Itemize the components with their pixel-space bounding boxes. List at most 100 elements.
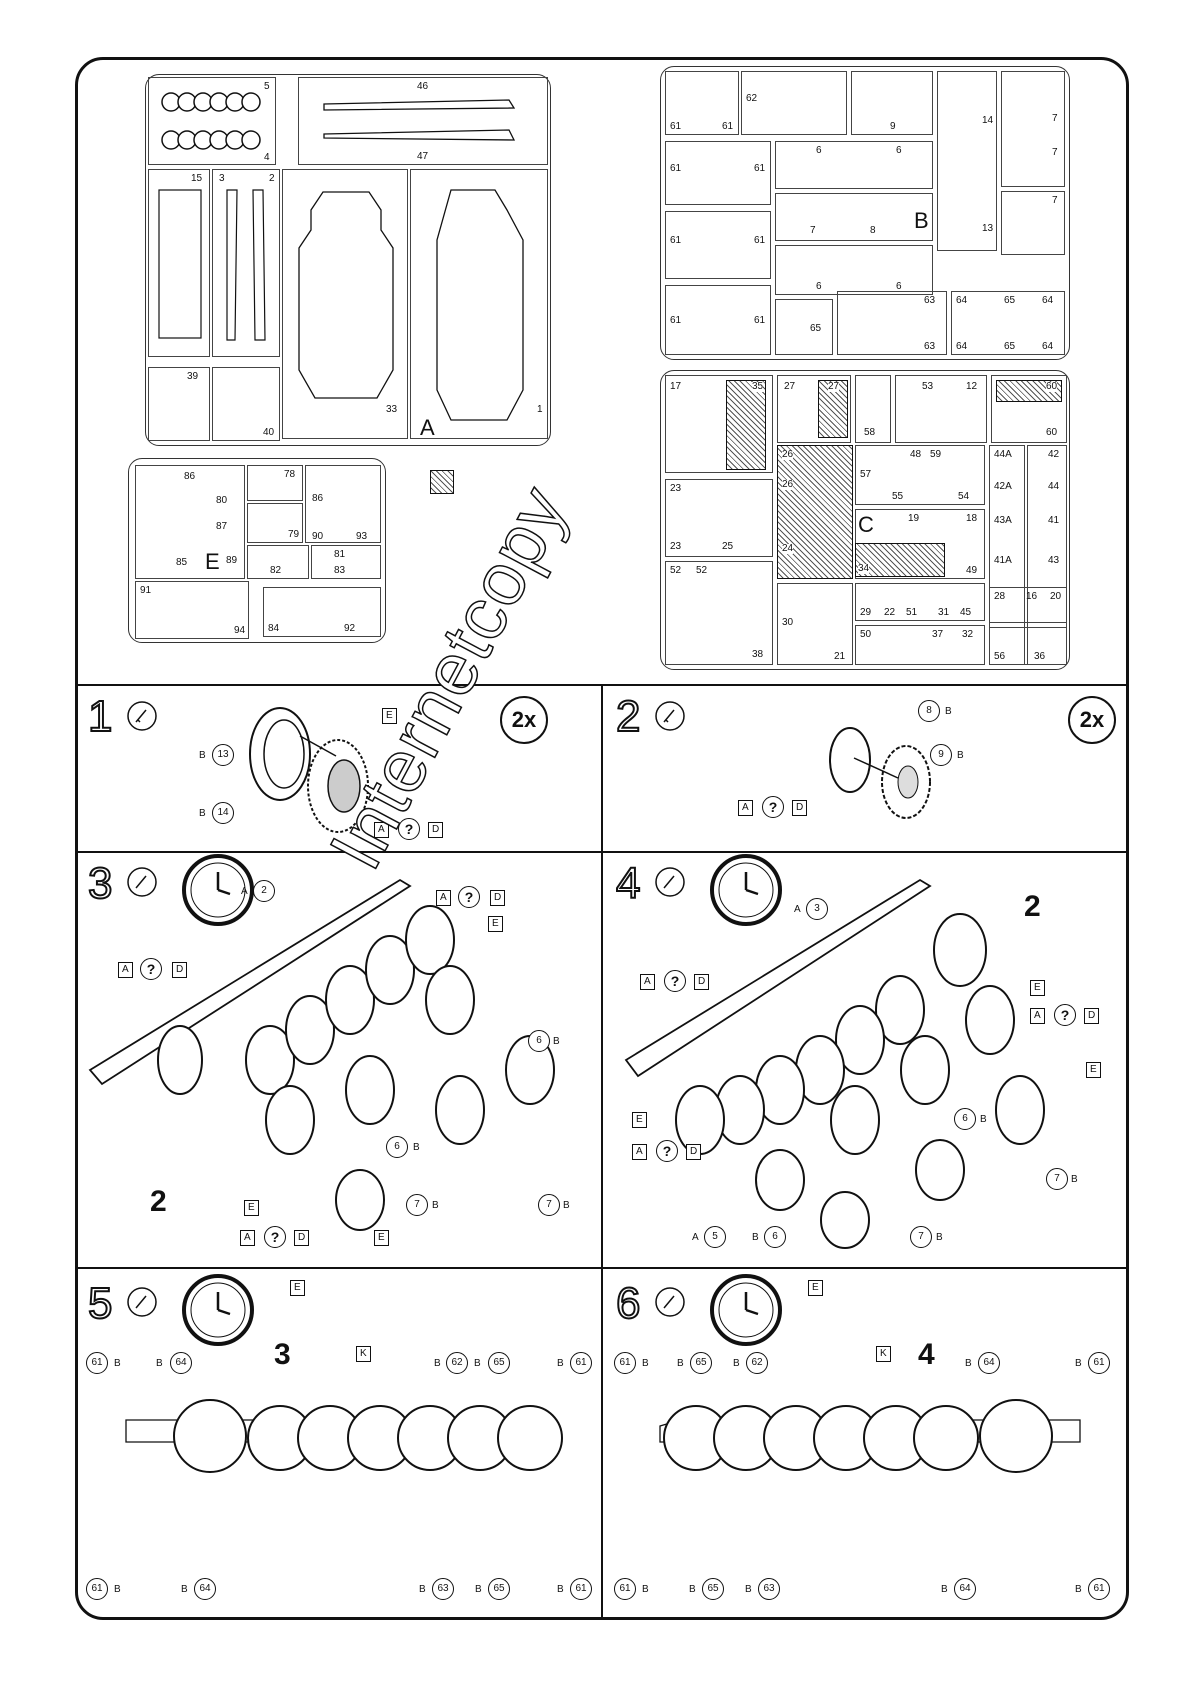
sprue-letter-b: B [914, 208, 929, 233]
cell-c-29-45: 29 22 51 31 45 [855, 583, 985, 621]
tag-d: D [686, 1144, 702, 1160]
part-label: 28 [994, 591, 1006, 602]
sprue-letter-c: C [858, 512, 874, 537]
divider-vertical [601, 684, 603, 1619]
cell-a-3-2: 3 2 [212, 169, 280, 357]
part-61: 61 [570, 1578, 592, 1600]
part-label: 83 [334, 565, 346, 576]
part-7: 7 [1046, 1168, 1068, 1190]
part-61: 61 [1088, 1352, 1110, 1374]
sprue-ref: B [434, 1358, 441, 1369]
glue-icon [655, 701, 685, 731]
part-6: 6 [764, 1226, 786, 1248]
sprue-ref: A [241, 886, 248, 897]
part-label: 63 [924, 341, 936, 352]
tag-a: A [118, 962, 133, 978]
part-label: 13 [982, 223, 994, 234]
part-label: 61 [670, 163, 682, 174]
part-label: 65 [1004, 295, 1016, 306]
part-label: 84 [268, 623, 280, 634]
part-label: 61 [670, 235, 682, 246]
part-label: 12 [966, 381, 978, 392]
quantity-badge: 2x [500, 696, 548, 744]
suspension-illustration-right [624, 878, 1045, 1249]
cell-b-62: 62 [741, 71, 847, 135]
cell-c-30-50: 50 37 32 [855, 625, 985, 665]
quantity-badge: 2x [1068, 696, 1116, 744]
step-callout: 2 [1024, 890, 1041, 923]
part-label: 41A [994, 555, 1012, 566]
sprue-ref: B [752, 1232, 759, 1243]
part-label: 21 [834, 651, 846, 662]
part-label: 17 [670, 381, 682, 392]
cell-e-92: 84 92 [263, 587, 381, 637]
part-label: 20 [1050, 591, 1062, 602]
clock-icon [710, 1274, 782, 1346]
tag-d: D [792, 800, 808, 816]
part-label: 25 [722, 541, 734, 552]
part-62: 62 [446, 1352, 468, 1374]
part-label: 61 [670, 121, 682, 132]
part-label: 19 [908, 513, 920, 524]
part-label: 62 [746, 93, 758, 104]
tag-a: A [374, 822, 389, 838]
question-icon: ? [264, 1226, 286, 1248]
cell-b-7b: 7 [1001, 191, 1065, 255]
part-label: 91 [140, 585, 152, 596]
tag-d: D [294, 1230, 310, 1246]
part-label: 46 [417, 81, 429, 92]
cell-b-61: 61 61 [665, 71, 739, 135]
suspension-illustration-left [88, 878, 555, 1231]
cell-b-61c: 61 61 [665, 211, 771, 279]
glue-tag: E [290, 1280, 305, 1296]
part-63: 63 [758, 1578, 780, 1600]
clock-icon [710, 854, 782, 926]
part-label: 14 [982, 115, 994, 126]
part-label: 55 [892, 491, 904, 502]
sprue-c: 17 35 27 27 58 53 12 60 60 26 26 24 48 5… [660, 370, 1070, 670]
part-label: 7 [1052, 147, 1058, 158]
part-label: 48 [910, 449, 922, 460]
cell-c-53-12: 53 12 [895, 375, 987, 443]
part-13: 13 [212, 744, 234, 766]
part-61: 61 [86, 1578, 108, 1600]
tool-tag: K [876, 1346, 891, 1362]
part-label: 90 [312, 531, 324, 542]
sprue-ref: B [199, 750, 206, 761]
part-label: 82 [270, 565, 282, 576]
cell-a-5-4: 5 4 [148, 77, 276, 165]
part-label: 58 [864, 427, 876, 438]
sprue-ref: B [677, 1358, 684, 1369]
step-number: 1 [87, 692, 114, 741]
cell-c-60: 60 60 [991, 375, 1067, 443]
part-61: 61 [86, 1352, 108, 1374]
glue-tag: E [632, 1112, 647, 1128]
cell-b-7a: 7 7 [1001, 71, 1065, 187]
part-label: 52 [696, 565, 708, 576]
tag-a: A [640, 974, 655, 990]
part-label: 3 [219, 173, 225, 184]
part-2: 2 [253, 880, 275, 902]
cell-c-23-25: 23 23 25 [665, 479, 773, 557]
step-number: 5 [87, 1279, 114, 1328]
part-label: 29 [860, 607, 872, 618]
sprue-ref: A [692, 1232, 699, 1243]
part-label: 65 [1004, 341, 1016, 352]
sprue-ref: B [965, 1358, 972, 1369]
tag-a: A [436, 890, 451, 906]
part-label: 30 [782, 617, 794, 628]
part-label: 89 [226, 555, 238, 566]
part-8: 8 [918, 700, 940, 722]
part-5: 5 [704, 1226, 726, 1248]
sprue-ref: A [794, 904, 801, 915]
glue-icon [127, 701, 157, 731]
part-label: 60 [1046, 427, 1058, 438]
part-label: 1 [537, 404, 543, 415]
part-label: 37 [932, 629, 944, 640]
part-label: 86 [184, 471, 196, 482]
part-label: 44A [994, 449, 1012, 460]
part-7: 7 [538, 1194, 560, 1216]
sprue-ref: B [941, 1584, 948, 1595]
part-label: 53 [922, 381, 934, 392]
part-label: 31 [938, 607, 950, 618]
